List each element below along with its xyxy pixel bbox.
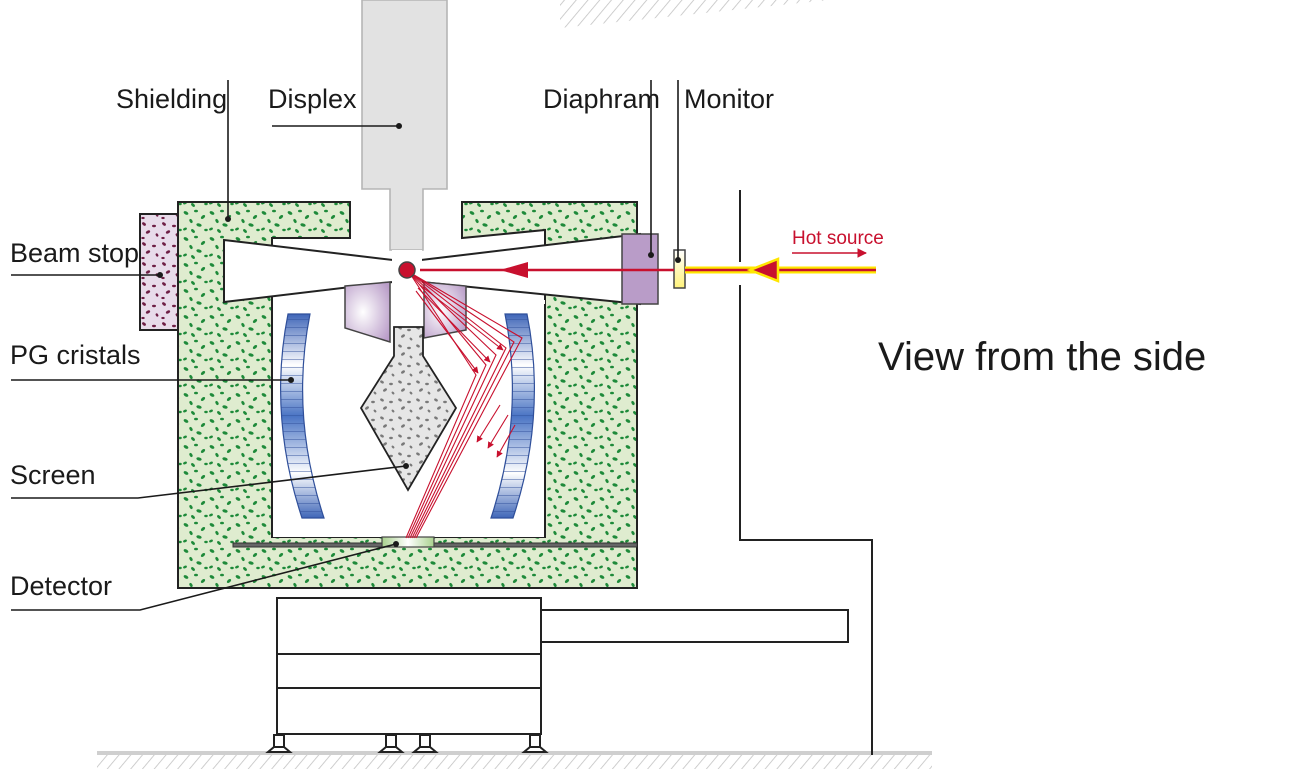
svg-text:Diaphram: Diaphram [543, 84, 660, 114]
hot-source-label: Hot source [792, 228, 884, 249]
sample [398, 261, 416, 279]
label-diaphram: Diaphram [543, 80, 660, 258]
incoming-beam [420, 257, 876, 283]
ceiling-hatch [560, 0, 830, 28]
scattered-rays [405, 271, 523, 539]
support-table [265, 597, 849, 753]
floor [97, 751, 932, 769]
pg-crystal-right [490, 313, 535, 519]
label-beam-stop: Beam stop [10, 238, 163, 278]
table-feet [265, 734, 549, 753]
pg-crystal-left [280, 313, 325, 519]
view-title: View from the side [878, 335, 1206, 379]
svg-text:Screen: Screen [10, 460, 96, 490]
label-pg-cristals: PG cristals [10, 340, 294, 383]
beam-stop [139, 213, 179, 331]
svg-text:Shielding: Shielding [116, 84, 227, 114]
svg-text:Detector: Detector [10, 571, 112, 601]
svg-text:Monitor: Monitor [684, 84, 774, 114]
screen [359, 326, 458, 492]
label-detector: Detector [10, 541, 399, 611]
monitor [673, 249, 686, 289]
displex [361, 0, 448, 251]
label-shielding: Shielding [116, 80, 231, 222]
svg-text:PG cristals: PG cristals [10, 340, 141, 370]
detector-plate [232, 542, 638, 548]
svg-text:Beam stop: Beam stop [10, 238, 139, 268]
label-monitor: Monitor [675, 80, 774, 263]
label-displex: Displex [268, 84, 402, 129]
analyzer-block-left [344, 281, 391, 344]
label-screen: Screen [10, 460, 409, 499]
svg-text:Displex: Displex [268, 84, 357, 114]
